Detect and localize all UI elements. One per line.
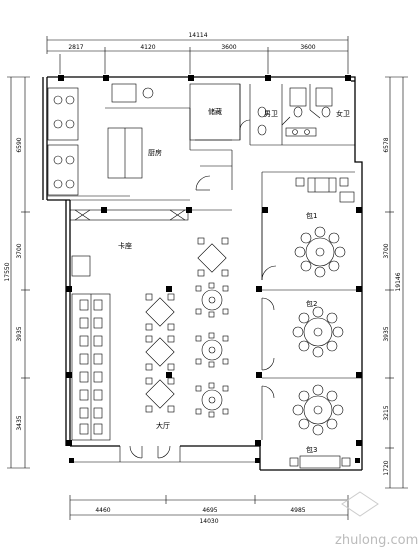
watermark-brand: zhulong.com (335, 533, 418, 548)
room-labels: 厨房 储藏 男卫 女卫 卡座 包1 包2 包3 大厅 (118, 107, 350, 454)
label-womens-wc: 女卫 (336, 109, 350, 118)
booth-seating (71, 255, 111, 441)
dim-top-seg-1: 2817 (68, 44, 83, 51)
dim-right-seg-3: 3935 (383, 326, 390, 341)
restrooms (249, 84, 355, 146)
label-hall: 大厅 (156, 421, 170, 430)
dim-left-total: 17550 (4, 262, 11, 281)
dim-right-seg-5: 1720 (383, 460, 390, 475)
label-mens-wc: 男卫 (264, 110, 278, 118)
hall-square-tables (145, 237, 229, 413)
label-booth: 卡座 (118, 241, 132, 250)
label-private-room-1: 包1 (306, 211, 317, 220)
dim-left-seg-4: 3435 (16, 415, 23, 430)
dim-right-total: 19146 (395, 272, 402, 291)
dim-top-seg-4: 3600 (300, 44, 315, 51)
lounge-seating (261, 171, 355, 280)
left-dimension-lines (7, 76, 30, 469)
storage-room (189, 83, 251, 141)
dim-left-seg-3: 3935 (16, 326, 23, 341)
hall-round-tables (195, 282, 229, 418)
round-table-room-3 (289, 384, 351, 469)
dim-left-seg-2: 3700 (16, 243, 23, 258)
kitchen-area (47, 83, 233, 221)
dim-bottom-seg-1: 4460 (95, 507, 110, 514)
right-dimension-lines (385, 76, 408, 489)
exterior-walls (42, 76, 363, 471)
dim-left-seg-1: 6590 (16, 137, 23, 152)
dim-bottom-total: 14030 (199, 518, 218, 525)
top-dimension-lines (46, 36, 349, 74)
watermark-logo-icon (341, 491, 379, 517)
dim-right-seg-4: 3215 (383, 405, 390, 420)
dim-right-seg-1: 6578 (383, 137, 390, 152)
watermark: zhulong.com (335, 491, 418, 548)
label-private-room-2: 包2 (306, 299, 317, 308)
structural-columns (58, 75, 362, 463)
dimension-labels: 14114 2817 4120 3600 3600 4460 4695 4985… (4, 32, 402, 525)
dim-bottom-seg-2: 4695 (202, 507, 217, 514)
label-storage: 储藏 (208, 107, 222, 116)
entrance-doors (70, 445, 260, 463)
label-private-room-3: 包3 (306, 445, 317, 454)
dim-bottom-seg-3: 4985 (290, 507, 305, 514)
private-rooms (261, 212, 362, 440)
dim-right-seg-2: 3700 (383, 243, 390, 258)
dim-top-seg-3: 3600 (221, 44, 236, 51)
dim-top-total: 14114 (188, 32, 207, 39)
round-table-room-2 (292, 306, 344, 358)
round-table-room-1 (294, 226, 346, 278)
dim-top-seg-2: 4120 (140, 44, 155, 51)
label-kitchen: 厨房 (148, 148, 162, 157)
bottom-dimension-lines (69, 495, 349, 520)
